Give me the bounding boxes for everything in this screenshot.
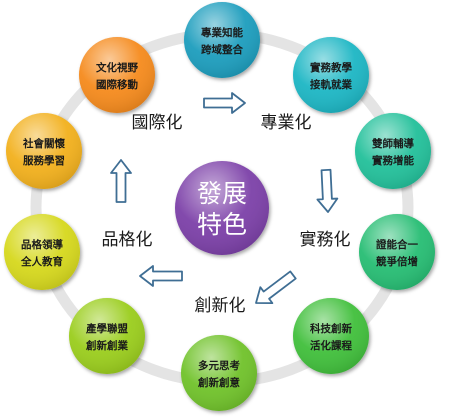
- axis-label-bottom: 創新化: [195, 296, 246, 316]
- node-label-line: 活化課程: [310, 339, 352, 352]
- center-title-line: 發展: [197, 179, 247, 208]
- node-label-line: 雙師輔導: [372, 137, 414, 150]
- axis-label-top-right: 專業化: [261, 113, 312, 133]
- node-label-line: 科技創新: [310, 322, 352, 335]
- node-label-line: 服務學習: [23, 154, 65, 167]
- node-label-line: 證能合一: [376, 238, 418, 251]
- node-label-line: 社會關懷: [22, 137, 65, 150]
- node-label-line: 實務教學: [310, 61, 352, 74]
- node-label-line: 產學聯盟: [85, 322, 128, 335]
- node-label-line: 創新創意: [197, 376, 240, 389]
- node-label-line: 品格領導: [21, 238, 63, 251]
- axis-label-top-left: 國際化: [132, 113, 183, 133]
- node-highlight: [359, 214, 435, 290]
- axis-label-right: 實務化: [300, 230, 351, 250]
- node-highlight: [355, 113, 431, 189]
- arrow-left-icon: [139, 265, 183, 287]
- node-label-line: 國際移動: [96, 78, 138, 91]
- node-highlight: [181, 335, 257, 411]
- center-highlight: [175, 161, 269, 255]
- node-highlight: [184, 2, 260, 78]
- center-title-line: 特色: [197, 210, 247, 239]
- arrow-right-icon: [203, 92, 246, 114]
- arrow-down-icon: [316, 168, 339, 213]
- node-highlight: [6, 113, 82, 189]
- node-highlight: [293, 298, 369, 374]
- arrow-up-icon: [110, 159, 132, 203]
- node-label-line: 接軌就業: [310, 78, 352, 91]
- node-label-line: 實務增能: [372, 154, 414, 167]
- arrow-down-left-icon: [255, 270, 297, 305]
- node-label-line: 競爭倍增: [376, 255, 418, 268]
- node-highlight: [79, 37, 155, 113]
- node-label-line: 跨域整合: [201, 43, 243, 56]
- node-highlight: [4, 214, 80, 290]
- node-label-line: 專業知能: [201, 26, 243, 39]
- node-label-line: 多元思考: [198, 359, 240, 372]
- node-label-line: 創新創業: [85, 339, 128, 352]
- axis-label-left: 品格化: [102, 230, 153, 250]
- node-highlight: [69, 298, 145, 374]
- node-label-line: 文化視野: [95, 61, 138, 74]
- node-label-line: 全人教育: [20, 255, 63, 268]
- node-ring: 專業知能跨域整合實務教學接軌就業雙師輔導實務增能證能合一競爭倍增科技創新活化課程…: [4, 2, 435, 411]
- node-highlight: [293, 37, 369, 113]
- cycle-arrows: [110, 92, 339, 305]
